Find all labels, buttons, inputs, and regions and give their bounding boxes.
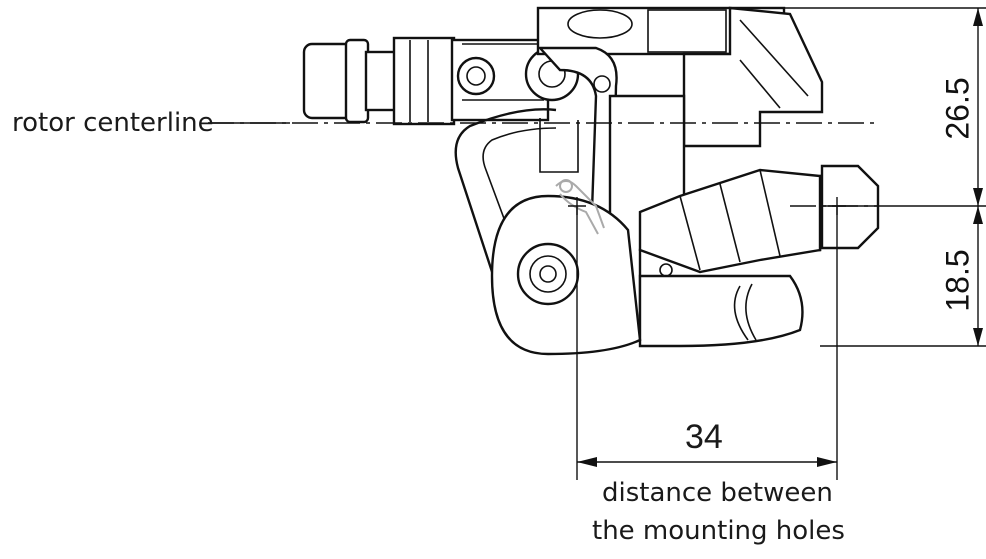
hose-fitting	[302, 36, 550, 126]
horizontal-dimension	[576, 206, 838, 480]
loop-handle	[454, 108, 579, 291]
rotor-centerline-label: rotor centerline	[12, 108, 214, 138]
mounting-hole-distance-value: 34	[685, 418, 723, 456]
nozzle	[820, 164, 880, 250]
wheel	[490, 194, 642, 356]
upper-body	[536, 6, 824, 148]
vertical-dimensions	[784, 7, 986, 347]
lower-height-value: 18.5	[939, 249, 976, 312]
caption-line-1: distance between	[602, 478, 833, 508]
upper-height-value: 26.5	[939, 77, 976, 140]
caption-line-2: the mounting holes	[592, 516, 845, 546]
eyelet-left	[456, 56, 496, 96]
lower-body	[608, 94, 822, 348]
